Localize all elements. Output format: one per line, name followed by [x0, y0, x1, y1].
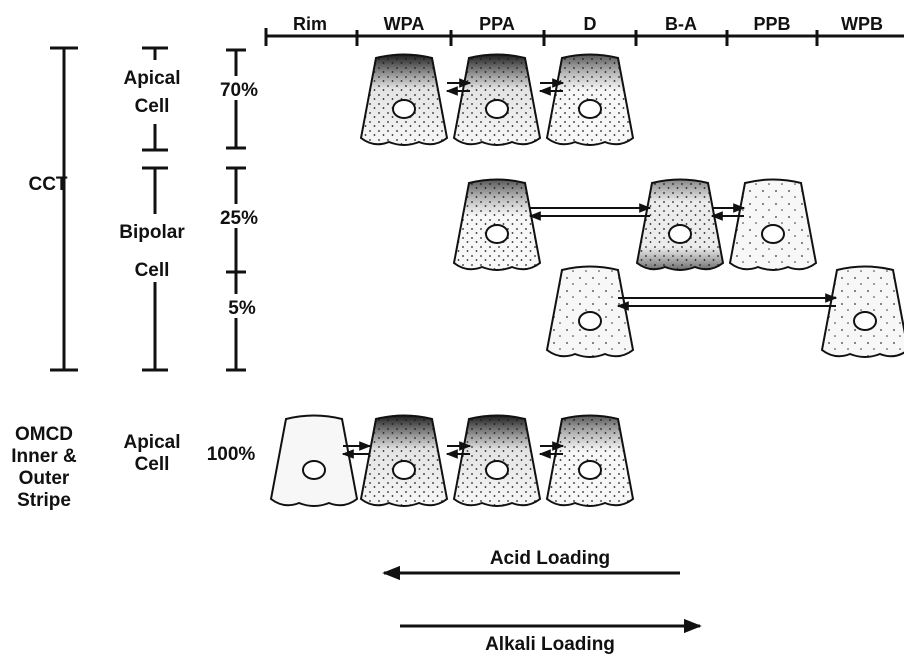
column-wpa: WPA: [384, 14, 425, 34]
bipolar-cell-label-line1: Bipolar: [119, 222, 185, 243]
exchange-ba-ppb: [710, 203, 746, 221]
exchange-omcd-wpa-ppa: [445, 441, 472, 459]
cell-apical-ppa: [453, 53, 541, 146]
omcd-label-line4: Stripe: [17, 490, 71, 511]
exchange-omcd-ppa-d: [538, 441, 565, 459]
exchange-arrows: [341, 78, 838, 459]
cell-apical-wpa: [360, 53, 448, 146]
cell-omcd-rim: [270, 414, 358, 507]
header-axis: Rim WPA PPA D B-A PPB WPB: [264, 14, 904, 46]
percent-apical: 70%: [220, 80, 258, 101]
omcd-label-line1: OMCD: [15, 424, 73, 445]
column-b-a: B-A: [665, 14, 697, 34]
exchange-ppa-d: [538, 78, 565, 96]
cct-bracket: [50, 46, 78, 372]
exchange-ppa-ba: [528, 203, 652, 221]
cell-apical-d: [546, 53, 634, 146]
omcd-label-line2: Inner &: [11, 446, 77, 467]
cell-omcd-d: [546, 414, 634, 507]
percent-omcd: 100%: [207, 444, 256, 465]
exchange-wpa-ppa: [445, 78, 472, 96]
exchange-d-wpb: [616, 293, 838, 311]
bipolar-cell-label-line2: Cell: [135, 260, 170, 281]
column-wpb: WPB: [841, 14, 883, 34]
omcd-label-line3: Outer: [19, 468, 70, 489]
omcd-apical-label-line2: Cell: [135, 454, 170, 475]
cct-label: CCT: [28, 174, 67, 195]
column-ppa: PPA: [479, 14, 515, 34]
column-rim: Rim: [293, 14, 327, 34]
apical-cell-label-line1: Apical: [123, 68, 180, 89]
cell-omcd-wpa: [360, 414, 448, 507]
percent-bipolar-5: 5%: [228, 298, 256, 319]
cell-bipolar-d: [546, 265, 634, 358]
percent-bipolar-25: 25%: [220, 208, 258, 229]
cell-bipolar-ppb: [729, 178, 817, 271]
alkali-loading-label: Alkali Loading: [485, 634, 615, 654]
acid-loading-label: Acid Loading: [490, 548, 610, 569]
cell-bipolar-ppa: [453, 178, 541, 271]
omcd-apical-label-line1: Apical: [123, 432, 180, 453]
column-ppb: PPB: [753, 14, 790, 34]
cell-bipolar-ba: [636, 178, 724, 271]
cells-layer: [270, 53, 904, 507]
cell-bipolar-wpb: [821, 265, 904, 358]
apical-cell-label-line2: Cell: [135, 96, 170, 117]
exchange-rim-wpa: [341, 441, 372, 459]
column-d: D: [584, 14, 597, 34]
cell-omcd-ppa: [453, 414, 541, 507]
